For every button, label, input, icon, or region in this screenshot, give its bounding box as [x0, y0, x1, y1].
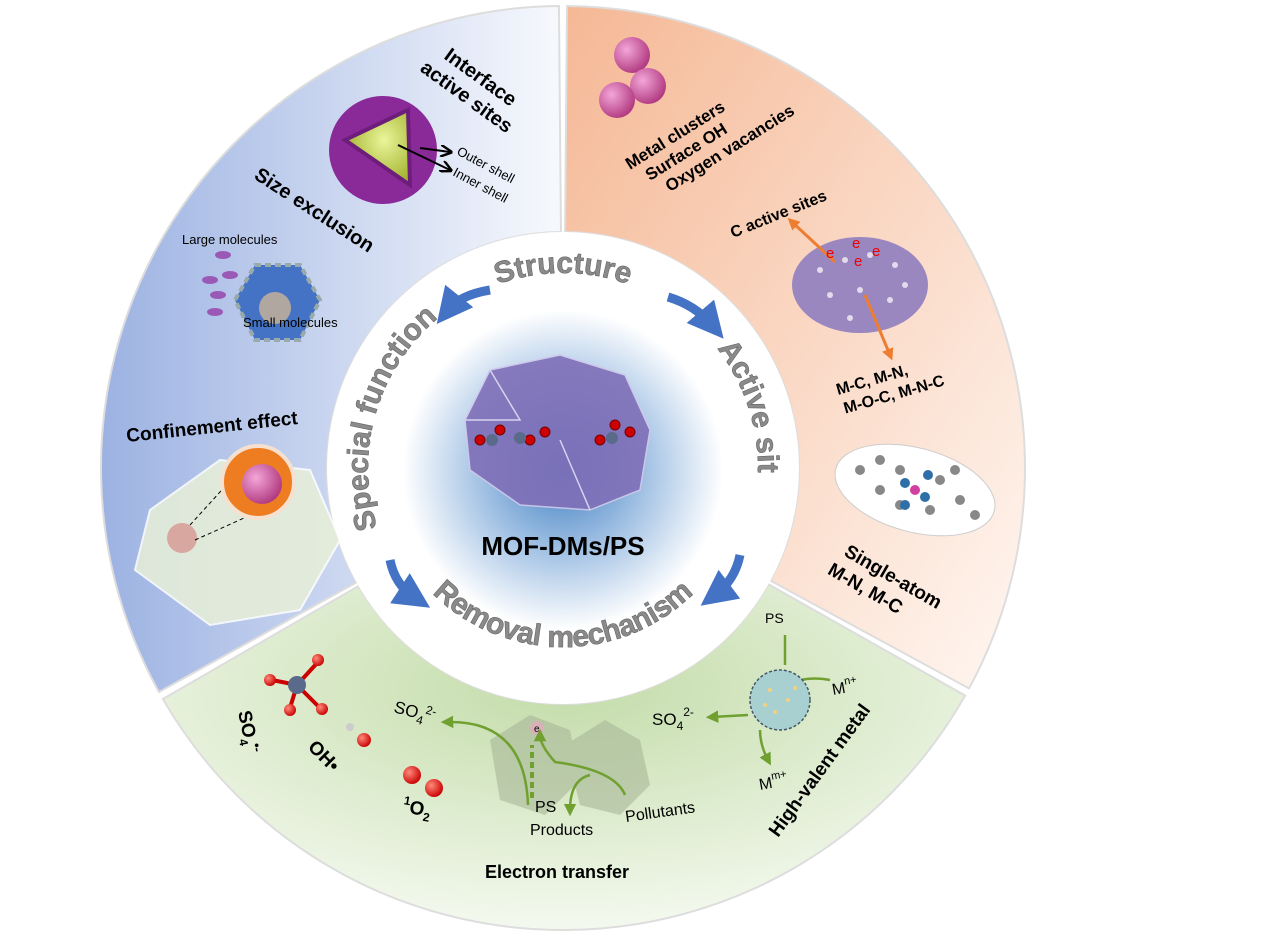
orange-arrow-icon [787, 217, 837, 264]
mn-label: Mn+ [830, 674, 859, 699]
single-atom-sheet-icon [834, 443, 996, 537]
products-label: Products [530, 822, 593, 839]
svg-text:e: e [826, 245, 834, 262]
electron-label: e [534, 724, 540, 735]
svg-text:e: e [852, 235, 860, 252]
sulfate-ion-right-label: SO42- [652, 705, 694, 733]
mof-polyhedron-icon [464, 354, 651, 511]
arrow-icon [666, 292, 724, 339]
ps-right-label: PS [765, 610, 784, 626]
electron-transfer-mof-icon [490, 715, 650, 815]
arrow-icon [385, 558, 431, 608]
ps-label: PS [535, 799, 556, 816]
electrons: e e e e [826, 235, 880, 270]
large-molecules-label: Large molecules [182, 232, 278, 247]
outer-shell-arrow-icon [419, 148, 450, 152]
singlet-oxygen-molecule-icon [403, 766, 443, 797]
metal-clusters-icon [599, 37, 666, 118]
singlet-oxygen-label: 1O2 [401, 793, 434, 825]
inner-shell-arrow-icon [397, 144, 450, 170]
svg-text:e: e [854, 253, 862, 270]
sulfate-ion-label: SO42- [391, 695, 438, 731]
confinement-polyhedron-icon [133, 444, 342, 627]
arrow-icon [700, 553, 745, 606]
high-valent-metal-particle-icon [749, 669, 811, 731]
center-title: MOF-DMs/PS [481, 531, 644, 561]
sulfate-radical-molecule-icon [264, 654, 328, 716]
mm-label: Mm+ [757, 768, 789, 794]
svg-text:e: e [872, 243, 880, 260]
electron-transfer-label: Electron transfer [485, 862, 629, 882]
hydroxyl-radical-molecule-icon [346, 723, 371, 747]
small-molecules-label: Small molecules [243, 315, 338, 330]
core-shell-sphere-icon [329, 96, 437, 204]
graphene-sheet-icon [792, 237, 928, 333]
mof-pore-icon [202, 251, 323, 342]
arrow-icon [436, 284, 491, 325]
cycle-arrows [385, 284, 745, 608]
orange-arrow-icon [863, 294, 894, 361]
